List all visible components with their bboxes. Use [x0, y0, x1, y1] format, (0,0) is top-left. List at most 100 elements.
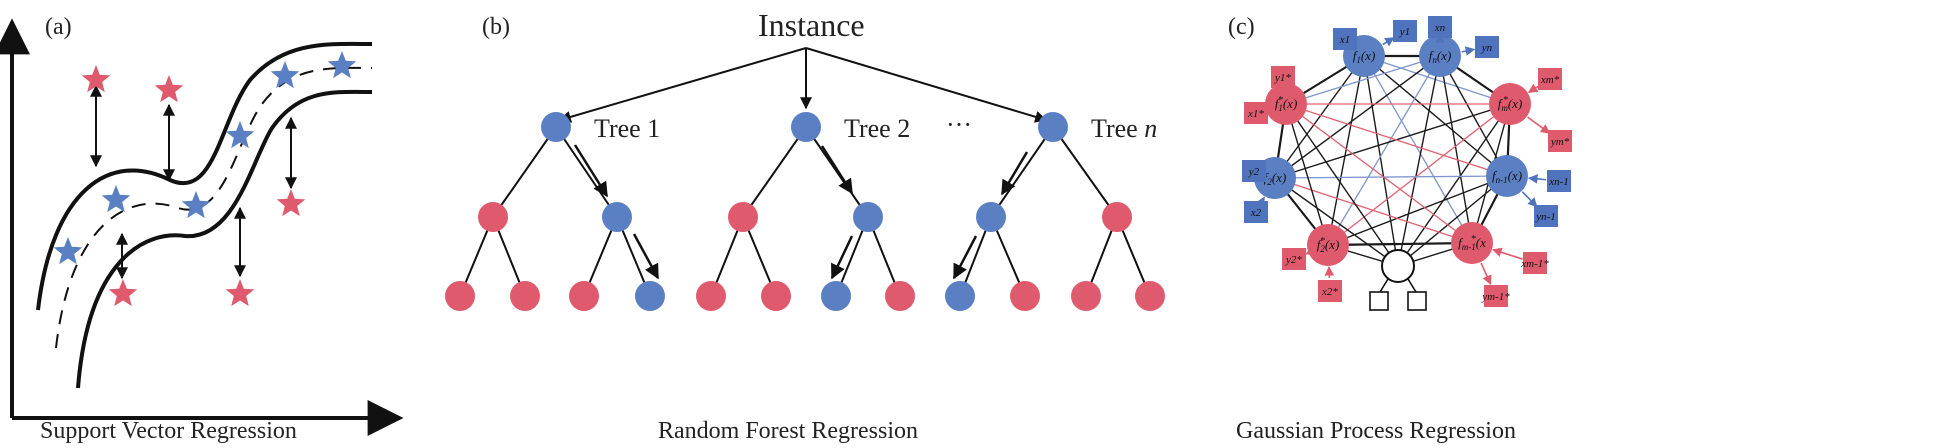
trees-ellipsis: ··· — [946, 110, 972, 139]
gp-box-label: y1 — [1399, 26, 1410, 38]
gp-edge — [1327, 241, 1473, 247]
gp-box-label: x1 — [1339, 34, 1350, 46]
gp-box-yn: yn — [1461, 36, 1499, 58]
gp-box-x2s: x2* — [1318, 266, 1342, 302]
gp-box-rect — [1318, 280, 1342, 302]
gp-box-label: yn — [1481, 42, 1493, 54]
gp-box-y2: y2 — [1242, 160, 1268, 182]
gp-box-label: ym-1* — [1481, 291, 1510, 303]
other-tree-node — [1135, 281, 1165, 311]
decision-tree: Tree n — [945, 112, 1165, 311]
decision-tree: Tree 1 — [445, 112, 665, 311]
gp-box-x2: x2 — [1244, 196, 1268, 223]
gp-box-rect — [1428, 16, 1452, 38]
gp-node-label: f1*(x) — [1275, 95, 1298, 113]
gp-box-rect — [1244, 102, 1268, 124]
gp-box-label: y1* — [1274, 72, 1291, 84]
gp-edge — [1439, 55, 1473, 244]
gp-box-ym: ym* — [1527, 116, 1572, 152]
selected-tree-node — [853, 202, 883, 232]
gp-node-fm1: fm-1*(x — [1451, 222, 1493, 264]
gp-box-rect — [1333, 28, 1357, 50]
aux-box — [1407, 291, 1427, 311]
gp-edge — [1285, 103, 1508, 177]
selected-tree-node — [791, 112, 821, 142]
gp-box-rect — [1548, 130, 1572, 152]
other-tree-node — [510, 281, 540, 311]
aux-edge — [1379, 278, 1389, 293]
panel-c-gaussian-process: (c) f1(x)fn(x)fm*(x)fn-1(x)fm-1*(xf2*(x)… — [1228, 14, 1572, 444]
gp-box-arrow — [1480, 262, 1492, 286]
other-tree-node — [1071, 281, 1101, 311]
instance-to-treen-arrow — [805, 47, 1048, 123]
gp-box-rect — [1475, 36, 1499, 58]
tree-edge — [1052, 126, 1118, 218]
other-tree-node — [1102, 202, 1132, 232]
panel-c-tag: (c) — [1228, 14, 1255, 40]
gp-node-fn1: fn-1(x) — [1486, 155, 1528, 197]
gp-edge-to-aux — [1397, 55, 1441, 267]
lower-margin-curve — [76, 89, 373, 389]
decision-path-arrow — [573, 144, 609, 198]
tree-edge — [492, 126, 557, 218]
gp-box-arrow — [1521, 191, 1538, 208]
gp-node-fm: fm*(x) — [1489, 83, 1531, 125]
aux-node — [1381, 249, 1415, 283]
gp-box-label: ym* — [1550, 136, 1570, 148]
blue-data-star — [327, 51, 357, 79]
gp-edge-to-aux — [1397, 175, 1508, 267]
blue-data-star — [181, 191, 211, 219]
gp-box-rect — [1282, 248, 1306, 270]
gp-box-rect — [1484, 285, 1508, 307]
gp-edge — [1274, 103, 1511, 179]
gp-node-f2s: f2*(x) — [1307, 224, 1349, 266]
gp-node-label: fm*(x) — [1498, 95, 1523, 113]
gp-box-label: xm-1* — [1520, 258, 1549, 270]
gp-box-label: xn — [1434, 22, 1446, 34]
gp-box-label: xm* — [1540, 74, 1560, 86]
tree-label: Tree 2 — [844, 114, 910, 143]
red-data-star — [81, 65, 111, 93]
gp-edge — [1285, 55, 1441, 105]
gp-box-label: x2 — [1250, 207, 1262, 219]
gp-edge-to-aux — [1363, 55, 1399, 267]
gp-box-rect — [1244, 201, 1268, 223]
blue-data-star — [101, 185, 131, 213]
gp-edge — [1274, 55, 1365, 179]
selected-tree-node — [635, 281, 665, 311]
panel-a-tag: (a) — [45, 14, 72, 40]
gp-node-label: fm-1*(x — [1458, 234, 1486, 252]
gp-edge — [1363, 55, 1473, 244]
gp-node-circle — [1451, 222, 1493, 264]
gp-edge-to-aux — [1285, 103, 1399, 267]
gp-edge — [1327, 175, 1508, 246]
other-tree-node — [569, 281, 599, 311]
selected-tree-node — [821, 281, 851, 311]
tree-label: Tree n — [1091, 114, 1157, 143]
gp-edge — [1285, 103, 1473, 244]
gp-box-arrow — [1527, 116, 1551, 134]
gp-box-arrow — [1492, 247, 1523, 260]
other-tree-node — [885, 281, 915, 311]
gp-edge-to-aux — [1274, 177, 1399, 267]
gp-box-x1s: x1* — [1244, 102, 1275, 124]
decision-path-arrow — [820, 145, 854, 195]
gp-node-circle — [1419, 35, 1461, 77]
other-tree-node — [478, 202, 508, 232]
blue-data-star — [270, 61, 300, 89]
gp-box-rect — [1534, 205, 1558, 227]
other-tree-node — [445, 281, 475, 311]
gp-box-arrow — [1527, 174, 1547, 184]
gp-box-label: y2 — [1248, 166, 1260, 178]
gp-node-label: fn-1(x) — [1492, 168, 1522, 185]
blue-data-star — [53, 237, 83, 265]
red-data-star — [108, 279, 138, 307]
gp-box-rect — [1393, 20, 1417, 42]
gp-node-circle — [1265, 83, 1307, 125]
selected-tree-node — [1038, 112, 1068, 142]
gp-box-label: yn-1 — [1535, 211, 1556, 223]
gp-box-y2s: y2* — [1282, 246, 1316, 270]
panel-b-caption: Random Forest Regression — [658, 418, 918, 444]
gp-node-f1s: f1*(x) — [1265, 83, 1307, 125]
